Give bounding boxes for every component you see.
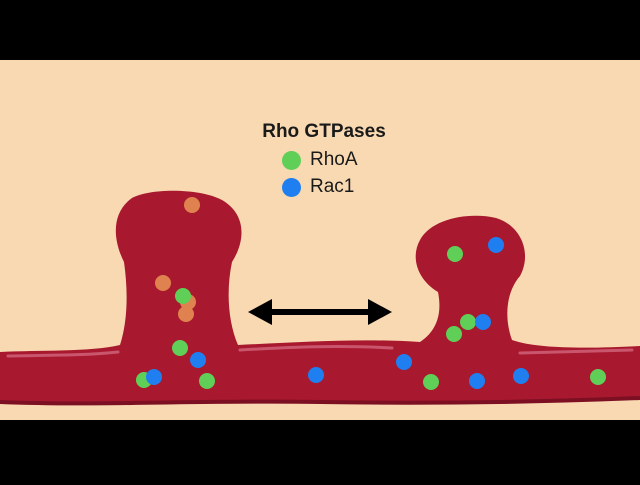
- other-particle: [155, 275, 171, 291]
- rac1-particle: [308, 367, 324, 383]
- rac1-particle: [475, 314, 491, 330]
- rhoa-particle: [175, 288, 191, 304]
- rhoa-particle: [423, 374, 439, 390]
- dendrite-highlight-left: [6, 350, 120, 358]
- letterbox-bottom: [0, 420, 640, 480]
- rac1-particle: [469, 373, 485, 389]
- dendrite-highlight-middle: [238, 345, 394, 352]
- rhoa-dot-icon: [282, 150, 301, 170]
- rac1-particle: [513, 368, 529, 384]
- rhoa-particle: [590, 369, 606, 385]
- rac1-particle: [396, 354, 412, 370]
- legend-item-rhoa: RhoA: [282, 149, 358, 171]
- other-particle: [178, 306, 194, 322]
- rac1-particle: [146, 369, 162, 385]
- rac1-dot-icon: [282, 177, 301, 197]
- dendrite-shaft: [0, 190, 640, 404]
- rac1-particle: [190, 352, 206, 368]
- legend-label-rac1: Rac1: [310, 176, 355, 197]
- letterbox-top: [0, 0, 640, 60]
- rhoa-particle: [199, 373, 215, 389]
- dendrite-lower-edge: [0, 396, 640, 406]
- other-particle: [184, 197, 200, 213]
- legend-label-rhoa: RhoA: [310, 149, 358, 170]
- legend-item-rac1: Rac1: [282, 176, 354, 198]
- protein-particles: [136, 197, 606, 390]
- rhoa-particle: [446, 326, 462, 342]
- rhoa-particle: [460, 314, 476, 330]
- rac1-particle: [488, 237, 504, 253]
- rhoa-particle: [447, 246, 463, 262]
- legend-title: Rho GTPases: [262, 121, 386, 142]
- double-arrow-icon: [248, 299, 392, 325]
- dendrite-highlight-right: [518, 348, 634, 355]
- rhoa-particle: [172, 340, 188, 356]
